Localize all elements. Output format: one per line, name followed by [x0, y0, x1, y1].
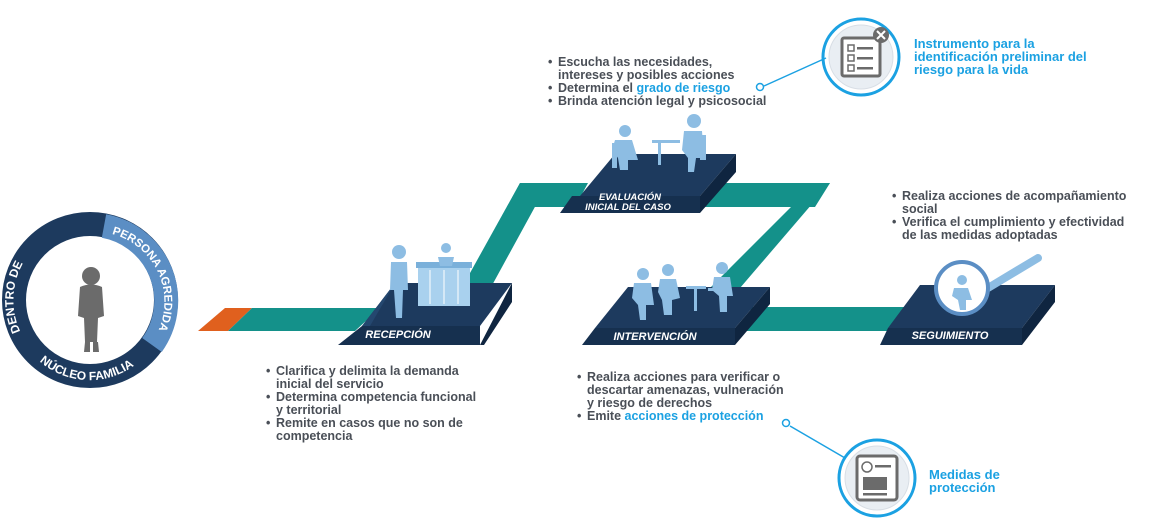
path-segment-2	[455, 183, 548, 300]
person-aggrieved-icon	[78, 267, 104, 352]
checklist-document-icon	[821, 17, 901, 97]
path-segment-1	[228, 308, 380, 331]
intervention-figures	[632, 262, 733, 320]
seguimiento-bullets: Realiza acciones de acompañamientosocial…	[892, 190, 1154, 242]
stage-label-recepcion: RECEPCIÓN	[365, 328, 431, 341]
stage-label-seguimiento: SEGUIMIENTO	[912, 330, 989, 342]
path-start-orange	[198, 308, 252, 331]
highlight-acciones-proteccion: acciones de protección	[624, 409, 764, 423]
ring-inner-segment	[101, 214, 179, 352]
evaluation-figures	[612, 114, 706, 172]
instrumento-callout: Instrumento para la identificación preli…	[914, 36, 1087, 77]
stage-label-evaluacion-2: INICIAL DEL CASO	[585, 202, 671, 213]
stage-label-intervencion: INTERVENCIÓN	[613, 330, 697, 343]
highlight-grado-riesgo: grado de riesgo	[636, 81, 731, 95]
intervencion-bullet-1: Realiza acciones para verificar odescart…	[577, 371, 817, 410]
evaluacion-bullet-2: Determina el grado de riesgo	[548, 81, 798, 96]
medidas-callout: Medidas de protección	[929, 467, 1000, 495]
process-path	[198, 183, 930, 331]
protection-document-icon	[837, 438, 917, 518]
seguimiento-bullet-2: Verifica el cumplimiento y efectividadde…	[892, 216, 1154, 242]
evaluacion-bullet-3: Brinda atención legal y psicosocial	[548, 95, 798, 109]
evaluacion-bullets: Escucha las necesidades,intereses y posi…	[548, 56, 798, 109]
reception-figures	[390, 243, 472, 318]
magnifier-icon	[934, 254, 1042, 316]
path-segment-3	[507, 183, 588, 207]
path-segment-6	[740, 307, 930, 331]
intervencion-bullet-2: Emite acciones de protección	[577, 409, 817, 424]
path-segment-5	[710, 183, 830, 288]
intervencion-bullets: Realiza acciones para verificar odescart…	[577, 371, 817, 424]
evaluacion-bullet-1: Escucha las necesidades,intereses y posi…	[548, 56, 798, 82]
platform-evaluacion: EVALUACIÓN INICIAL DEL CASO	[560, 154, 736, 213]
stage-label-evaluacion-1: EVALUACIÓN	[599, 191, 662, 203]
ring-group: DENTRO DE NÚCLEO FAMILIAR PERSONA AGREDI…	[0, 0, 179, 388]
